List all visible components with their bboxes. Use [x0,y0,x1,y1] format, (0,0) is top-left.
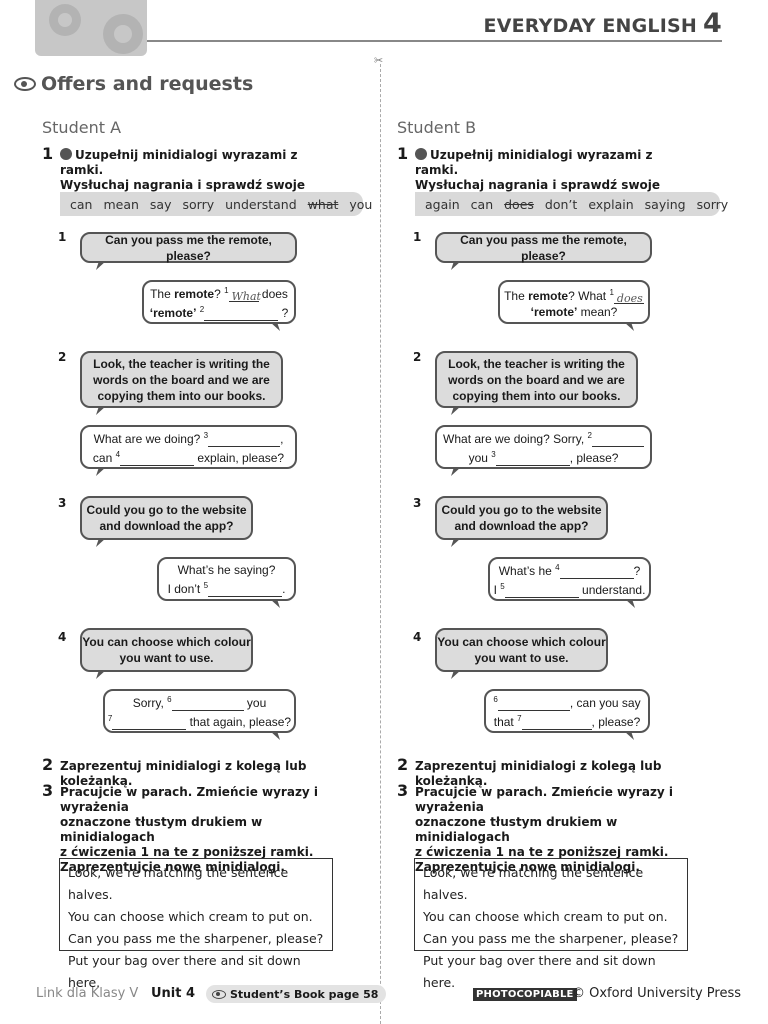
cut-line [380,64,381,1024]
student-a-column: Student A 1 Uzupełnij minidialogi wyraza… [0,0,372,1024]
photocopiable-badge: PHOTOCOPIABLE [473,988,577,1001]
word: don’t [544,196,578,212]
filled-answer: does [616,291,643,305]
exercise-3-text: Pracujcie w parach. Zmieńcie wyrazy i wy… [60,785,319,874]
dialog-4-number: 4 [413,630,422,644]
phrase: Look, we’re matching the sentence halves… [68,865,289,902]
footer-unit: Unit 4 [151,986,196,1001]
word: can [70,196,93,212]
answer-blank[interactable] [171,697,244,711]
word: sorry [182,196,215,212]
scissors-icon: ✂ [374,54,384,67]
phrase: Can you pass me the sharpener, please? [68,931,324,946]
word: explain [588,196,634,212]
answer-blank[interactable] [112,716,187,730]
dialog-2-answer: What are we doing? 3, can 4 explain, ple… [80,425,297,469]
phrase-box-a: Look, we’re matching the sentence halves… [59,858,333,990]
dialog-1-question: Can you pass me the remote, please? [80,232,297,263]
exercise-3-number: 3 [42,781,54,800]
exercise-2-number: 2 [42,755,54,774]
word: can [470,196,494,212]
dialog-4-answer: 6, can you say that 7, please? [484,689,650,733]
answer-blank[interactable] [559,565,634,579]
answer-blank[interactable] [120,452,195,466]
word-struck: does [504,196,534,212]
answer-blank[interactable] [591,433,644,447]
dialog-2-number: 2 [413,350,422,364]
word: saying [644,196,686,212]
student-a-label: Student A [42,118,122,137]
dialog-1-number: 1 [413,230,422,244]
phrase: Put your bag over there and sit down her… [423,953,656,990]
exercise-3-number: 3 [397,781,409,800]
answer-blank[interactable] [504,584,579,598]
answer-blank[interactable] [208,583,283,597]
exercise-3-text: Pracujcie w parach. Zmieńcie wyrazy i wy… [415,785,674,874]
answer-blank[interactable] [204,307,279,321]
student-b-label: Student B [397,118,477,137]
dialog-4-answer: Sorry, 6 you 7 that again, please? [103,689,296,733]
exercise-2-number: 2 [397,755,409,774]
speaker-icon[interactable] [415,148,427,160]
word: say [149,196,172,212]
dialog-2-number: 2 [58,350,67,364]
dialog-1-question: Can you pass me the remote, please? [435,232,652,263]
unit-number: 4 [703,8,722,39]
dialog-3-answer: What’s he 4? I 5 understand. [488,557,651,601]
exercise-2-text: Zaprezentuj minidialogi z kolegą lub kol… [415,759,662,788]
gear-icon [49,4,143,54]
header-rule [147,40,722,42]
dialog-3-number: 3 [413,496,422,510]
phrase: Look, we’re matching the sentence halves… [423,865,644,902]
word-box-a: can mean say sorry understand what you [60,192,372,216]
header-title: EVERYDAY ENGLISH [483,15,697,37]
section-title: Offers and requests [14,73,253,95]
footer-sb-page: Student’s Book page 58 [206,985,387,1003]
dialog-1-number: 1 [58,230,67,244]
phrase: Can you pass me the sharpener, please? [423,931,679,946]
answer-blank[interactable] [521,716,592,730]
word-box-b: again can does don’t explain saying sorr… [415,192,728,216]
footer-book-title: Link dla Klasy V [36,986,139,1001]
word: you [349,196,373,212]
phrase: Put your bag over there and sit down her… [68,953,301,990]
answer-blank[interactable] [208,433,281,447]
student-b-column: Student B 1 Uzupełnij minidialogi wyraza… [355,0,728,1024]
dialog-4-number: 4 [58,630,67,644]
eye-icon [14,77,36,91]
publisher: © Oxford University Press [572,986,742,1001]
phrase-box-b: Look, we’re matching the sentence halves… [414,858,688,990]
gear-graphic [35,0,147,56]
page-header: EVERYDAY ENGLISH 4 [484,8,722,39]
word-struck: what [307,196,339,212]
section-title-text: Offers and requests [41,73,254,95]
speaker-icon[interactable] [60,148,72,160]
eye-icon [212,989,226,999]
phrase: You can choose which cream to put on. [68,909,313,924]
word: understand [225,196,297,212]
dialog-3-number: 3 [58,496,67,510]
word: sorry [696,196,729,212]
phrase: You can choose which cream to put on. [423,909,668,924]
dialog-3-answer: What’s he saying? I don’t 5. [157,557,296,601]
exercise-1-number: 1 [42,144,54,163]
word: mean [103,196,139,212]
answer-blank[interactable] [497,697,570,711]
exercise-2-text: Zaprezentuj minidialogi z kolegą lub kol… [60,759,307,788]
filled-answer: What [231,290,261,303]
exercise-1-number: 1 [397,144,409,163]
dialog-2-answer: What are we doing? Sorry, 2 you 3, pleas… [435,425,652,469]
word: again [425,196,460,212]
answer-blank[interactable] [495,452,570,466]
